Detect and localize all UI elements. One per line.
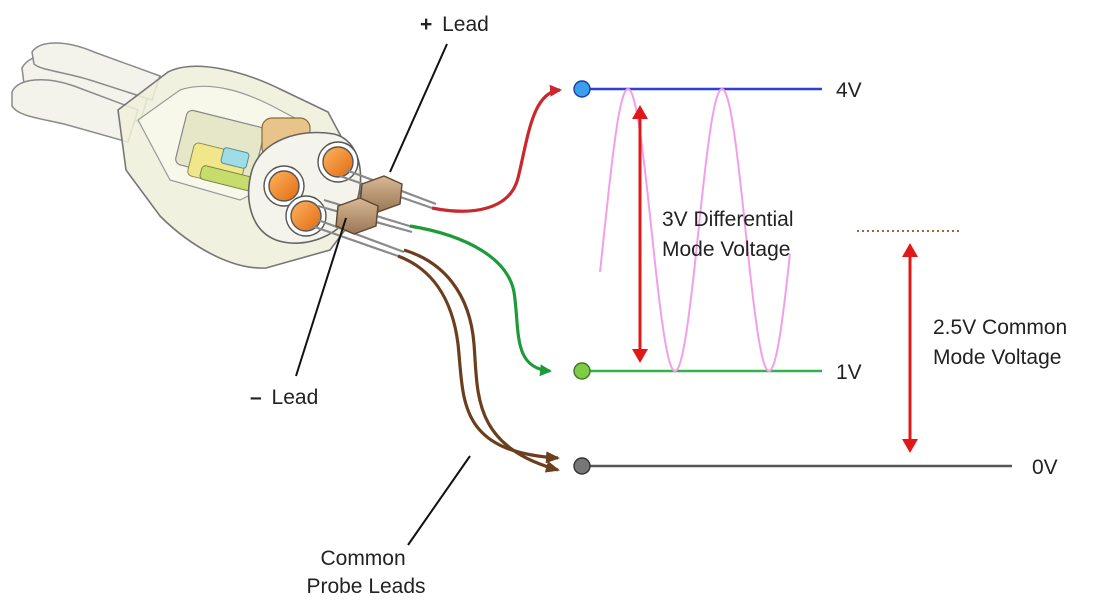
- probe-cable: [11, 42, 161, 143]
- lead-arrows: [397, 84, 562, 473]
- common-leads-pointer: [407, 455, 471, 546]
- common-probe-leads-label: Common Probe Leads: [306, 547, 425, 598]
- level-0v-dot: [573, 457, 591, 475]
- voltage-arrows: [632, 105, 918, 453]
- level-4v-label: 4V: [836, 79, 862, 102]
- probe-illustration: [11, 42, 437, 269]
- plus-lead-label: + Lead: [420, 13, 489, 36]
- minus-lead-arrow: [409, 224, 552, 377]
- common-lead-arrow-1: [397, 254, 560, 464]
- minus-lead-pointer: [295, 217, 347, 377]
- pointer-lines: [295, 43, 471, 546]
- differential-mode-voltage-label: 3V Differential Mode Voltage: [662, 208, 799, 261]
- common-lead-arrow-2: [403, 248, 560, 473]
- lead-sleeves: [335, 175, 403, 235]
- level-1v-label: 1V: [836, 361, 862, 384]
- minus-lead-label: – Lead: [250, 386, 318, 409]
- probe-contact-sockets: [263, 141, 359, 237]
- level-1v-dot: [573, 362, 591, 380]
- level-0v-label: 0V: [1032, 456, 1058, 479]
- common-mode-voltage-label: 2.5V Common Mode Voltage: [933, 316, 1073, 369]
- level-4v-dot: [573, 80, 591, 98]
- differential-sine-wave: [599, 87, 791, 373]
- plus-lead-arrow: [431, 84, 562, 213]
- plus-lead-pointer: [389, 43, 448, 173]
- voltage-levels: [573, 80, 1012, 475]
- probe-housing: [117, 65, 362, 269]
